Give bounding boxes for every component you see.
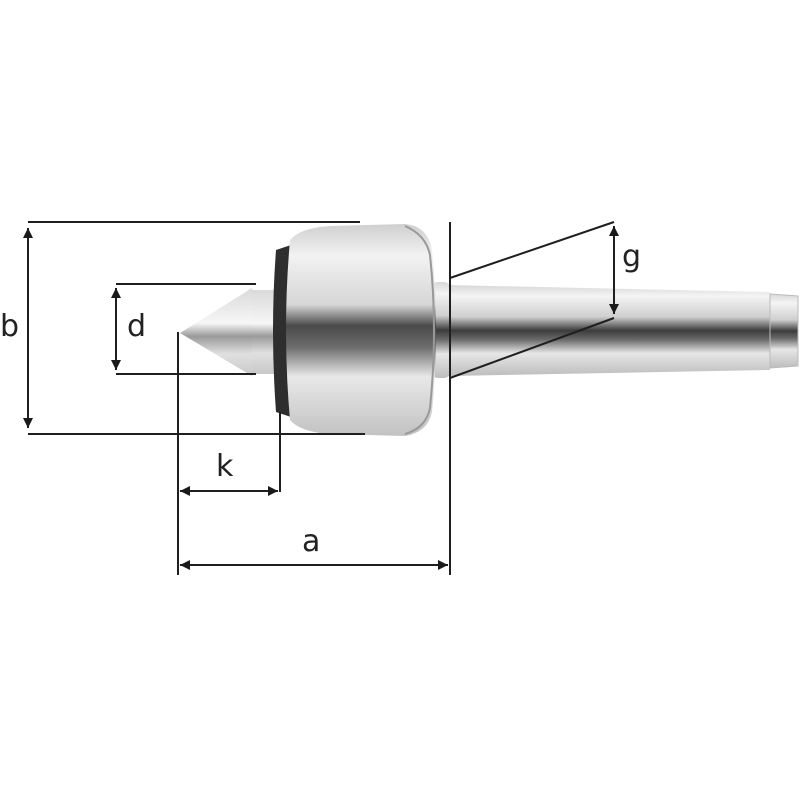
conical-point bbox=[180, 288, 252, 376]
label-g: g bbox=[622, 239, 642, 274]
label-k: k bbox=[216, 449, 234, 484]
label-d: d bbox=[127, 309, 147, 344]
label-b: b bbox=[0, 309, 20, 344]
bearing-housing bbox=[286, 224, 436, 436]
label-a: a bbox=[302, 524, 321, 559]
dimension-lines bbox=[23, 221, 619, 575]
tip-collar bbox=[248, 290, 278, 374]
taper-shank bbox=[432, 282, 799, 378]
